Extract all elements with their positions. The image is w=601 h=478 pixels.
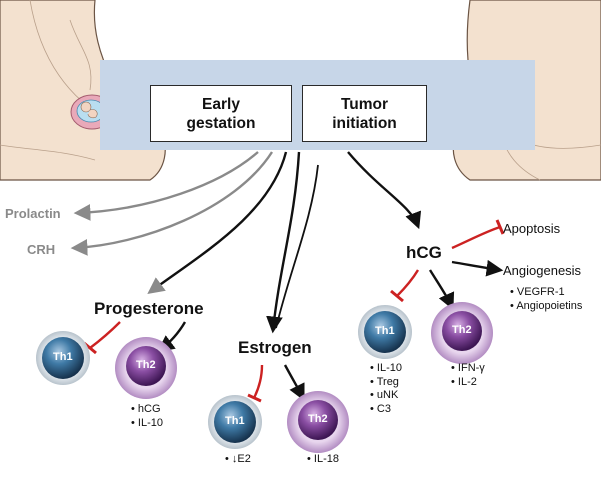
inhibit-apoptosis-bar: [495, 219, 505, 235]
estrogen-th2-text: Th2: [308, 413, 328, 425]
cell-progesterone-th2: [115, 337, 177, 399]
arrow-tumor-to-estrogen: [275, 164, 319, 329]
estrogen-label: Estrogen: [238, 338, 312, 357]
inhibit-hcg-th1: [396, 269, 420, 297]
tumor-initiation-line2: initiation: [332, 114, 397, 132]
hcg-label: hCG: [406, 243, 442, 262]
estrogen-th1-text: Th1: [225, 415, 245, 427]
arrow-to-crh: [70, 151, 274, 256]
arrow-to-prolactin: [73, 151, 259, 221]
bullet-il2: IL-2: [457, 375, 477, 388]
prog-th1-text: Th1: [53, 351, 73, 363]
hcg-th1-bullets: • IL-10 • Treg • uNK • C3: [370, 362, 402, 415]
crh-label: CRH: [27, 242, 56, 257]
prog-th2-bullets: • hCG • IL-10: [131, 403, 163, 429]
arrow-estrogen-th2: [283, 364, 305, 402]
estrogen-th1-bullets: • ↓E2: [225, 453, 251, 465]
inhibit-apoptosis: [451, 225, 501, 250]
hcg-th2-bullets: • IFN-γ • IL-2: [451, 362, 485, 388]
estrogen-th2-bullets: • IL-18: [307, 453, 339, 465]
cell-hcg-th1: [358, 305, 412, 359]
hcg-th2-text: Th2: [452, 324, 472, 336]
hcg-th1-text: Th1: [375, 325, 395, 337]
tumor-initiation-box: Tumor initiation: [302, 85, 427, 142]
angiogenesis-bullets: • VEGFR-1 • Angiopoietins: [510, 286, 583, 312]
cell-hcg-th2: [431, 302, 493, 364]
prolactin-label: Prolactin: [5, 206, 61, 221]
tumor-initiation-line1: Tumor: [340, 95, 389, 113]
bullet-unk: uNK: [376, 389, 399, 401]
arrow-to-progesterone: [147, 151, 288, 294]
apoptosis-label: Apoptosis: [503, 221, 561, 236]
bullet-c3: C3: [376, 402, 391, 415]
bullet-vegfr1: VEGFR-1: [516, 286, 565, 298]
bullet-angiopoietins: Angiopoietins: [516, 299, 583, 312]
cell-progesterone-th1: [36, 331, 90, 385]
early-gestation-line2: gestation: [186, 114, 256, 132]
arrow-to-estrogen: [266, 151, 301, 334]
bullet-ifng: IFN-γ: [457, 362, 485, 374]
bullet-treg: Treg: [376, 375, 399, 388]
angiogenesis-label: Angiogenesis: [503, 263, 582, 278]
early-gestation-line1: Early: [202, 95, 240, 113]
bullet-hcg: hCG: [137, 403, 161, 415]
inhibit-prog-th1: [89, 321, 121, 349]
progesterone-label: Progesterone: [94, 299, 204, 318]
arrow-to-angiogenesis: [451, 259, 504, 277]
early-gestation-box: Early gestation: [150, 85, 292, 142]
prog-th2-text: Th2: [136, 359, 156, 371]
inhibit-estrogen-th1: [252, 364, 264, 399]
cell-estrogen-th1: [208, 395, 262, 449]
cell-estrogen-th2: [287, 391, 349, 453]
bullet-e2: ↓E2: [231, 453, 251, 465]
bullet-il18: IL-18: [313, 453, 339, 465]
arrow-hcg-th2: [428, 269, 455, 311]
bullet-il10: IL-10: [137, 416, 163, 429]
bullet-il10-hcg: IL-10: [376, 362, 402, 374]
arrow-to-hcg: [347, 151, 422, 230]
